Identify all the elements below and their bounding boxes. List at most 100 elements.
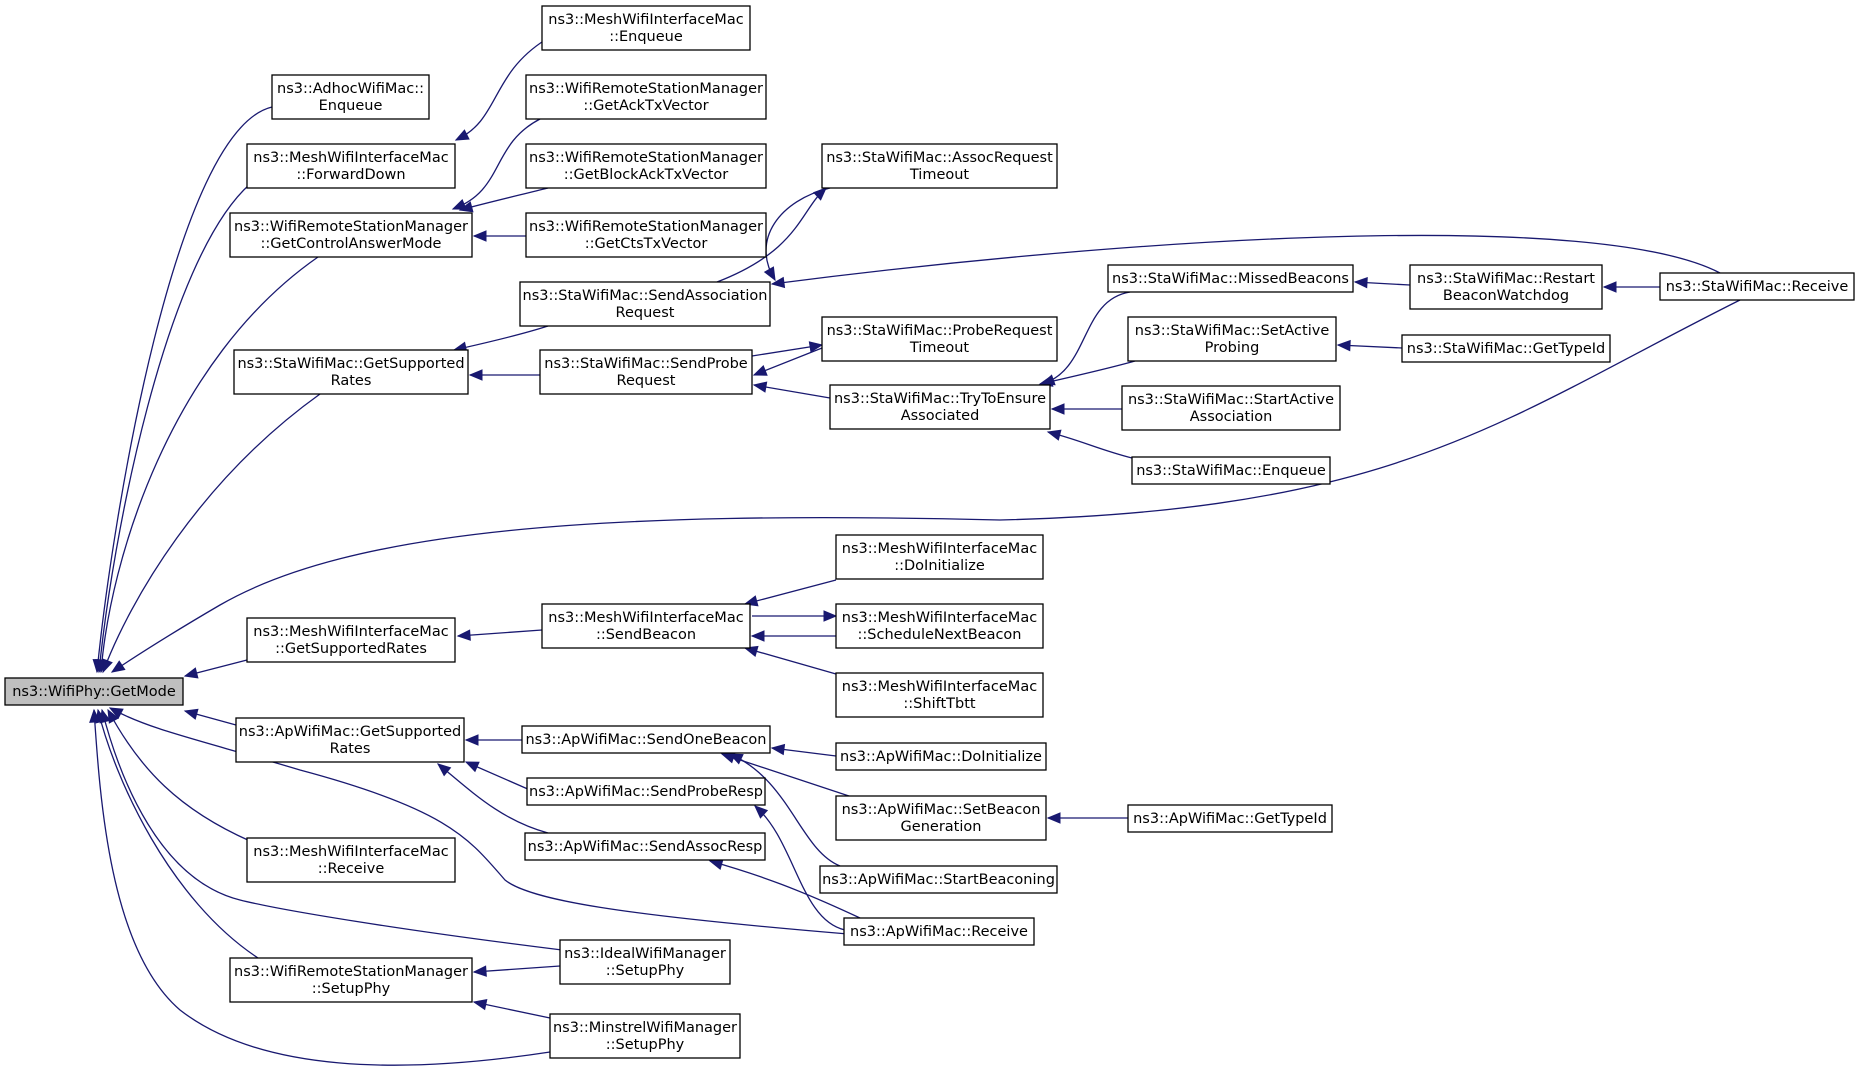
node-label-line: BeaconWatchdog	[1443, 288, 1569, 304]
edge-n_ap_sendassoc-to-n_ap_rates	[437, 763, 549, 834]
node-label-line: ::ForwardDown	[296, 167, 405, 183]
arrowhead-n_sta_sendprobe	[752, 381, 768, 393]
node-n-sta-enq[interactable]: ns3::StaWifiMac::Enqueue	[1131, 456, 1331, 485]
node-n-ap-doinit[interactable]: ns3::ApWifiMac::DoInitialize	[835, 742, 1047, 771]
node-box	[525, 212, 767, 258]
node-label-line: ::SetupPhy	[606, 963, 685, 979]
node-box	[559, 939, 731, 985]
node-label-line: ns3::MeshWifiInterfaceMac	[253, 624, 448, 640]
node-label-line: ns3::MeshWifiInterfaceMac	[842, 610, 1037, 626]
node-box	[246, 143, 456, 189]
edge-n_wrsm_ctrl-to-n_root	[100, 256, 319, 673]
node-label-line: Rates	[330, 741, 371, 757]
node-n-wrsm-back[interactable]: ns3::WifiRemoteStationManager::GetBlockA…	[525, 143, 767, 189]
node-label-line: ::GetAckTxVector	[583, 98, 708, 114]
node-n-ap-sendassoc[interactable]: ns3::ApWifiMac::SendAssocResp	[524, 832, 766, 861]
node-box	[835, 672, 1044, 718]
edge-n_sta_tryensure-to-n_sta_sendprobe	[753, 384, 831, 399]
node-n-mesh-shift[interactable]: ns3::MeshWifiInterfaceMac::ShiftTbtt	[835, 672, 1044, 718]
edge-n_ideal_setup-to-n_root	[101, 709, 563, 951]
node-box	[821, 143, 1058, 189]
node-label-line: ns3::StaWifiMac::AssocRequest	[826, 150, 1053, 166]
node-n-ap-rates[interactable]: ns3::ApWifiMac::GetSupportedRates	[235, 717, 465, 763]
node-label-line: ns3::MeshWifiInterfaceMac	[548, 12, 743, 28]
node-label-line: ns3::StaWifiMac::Receive	[1666, 279, 1849, 295]
edge-n_ap_receive-to-n_ap_sendprobe	[754, 805, 846, 931]
node-label-line: Rates	[331, 373, 372, 389]
node-n-ap-typeid[interactable]: ns3::ApWifiMac::GetTypeId	[1127, 804, 1333, 833]
arrowhead-n_root	[89, 708, 101, 723]
node-n-root[interactable]: ns3::WifiPhy::GetMode	[4, 677, 184, 706]
node-label-line: ns3::ApWifiMac::Receive	[850, 924, 1028, 940]
edge-n_wrsm_back-to-n_wrsm_ctrl	[459, 187, 549, 211]
node-n-mesh-fwd[interactable]: ns3::MeshWifiInterfaceMac::ForwardDown	[246, 143, 456, 189]
node-label-line: ::SetupPhy	[606, 1037, 685, 1053]
node-n-wrsm-cts[interactable]: ns3::WifiRemoteStationManager::GetCtsTxV…	[525, 212, 767, 258]
node-box	[843, 917, 1035, 946]
node-box	[549, 1013, 741, 1059]
arrowhead-n_ap_sendone	[770, 743, 786, 756]
node-n-ap-receive[interactable]: ns3::ApWifiMac::Receive	[843, 917, 1035, 946]
node-n-mesh-doinit[interactable]: ns3::MeshWifiInterfaceMac::DoInitialize	[835, 534, 1044, 580]
node-n-adhoc-enq[interactable]: ns3::AdhocWifiMac::Enqueue	[271, 74, 430, 120]
arrowhead-n_mesh_fwd	[454, 129, 470, 141]
arrowhead-n_sta_tryensure	[1046, 429, 1062, 441]
node-box	[1659, 272, 1855, 301]
edge-n_ap_receive-to-n_ap_sendassoc	[709, 860, 861, 919]
edge-n_mesh_sendbeacon-to-n_mesh_rates	[457, 629, 543, 637]
node-box	[541, 5, 751, 51]
node-box	[233, 349, 469, 395]
node-label-line: ns3::StaWifiMac::TryToEnsure	[834, 391, 1046, 407]
arrowhead-n_ap_sendone	[728, 753, 744, 765]
node-n-mesh-enq[interactable]: ns3::MeshWifiInterfaceMac::Enqueue	[541, 5, 751, 51]
node-n-sta-rates[interactable]: ns3::StaWifiMac::GetSupportedRates	[233, 349, 469, 395]
node-n-mesh-rates[interactable]: ns3::MeshWifiInterfaceMac::GetSupportedR…	[246, 617, 456, 663]
node-n-mesh-receive[interactable]: ns3::MeshWifiInterfaceMac::Receive	[246, 837, 456, 883]
node-n-ideal-setup[interactable]: ns3::IdealWifiManager::SetupPhy	[559, 939, 731, 985]
arrowhead-n_wrsm_ctrl	[472, 230, 487, 242]
node-label-line: ns3::MeshWifiInterfaceMac	[253, 844, 448, 860]
arrowhead-n_root	[102, 658, 113, 674]
node-label-line: ns3::ApWifiMac::StartBeaconing	[822, 872, 1055, 888]
node-box	[1409, 264, 1603, 310]
node-n-mesh-sched[interactable]: ns3::MeshWifiInterfaceMac::ScheduleNextB…	[835, 603, 1044, 649]
node-n-ap-sendone[interactable]: ns3::ApWifiMac::SendOneBeacon	[521, 725, 771, 754]
node-n-ap-startbeacon[interactable]: ns3::ApWifiMac::StartBeaconing	[819, 865, 1058, 894]
node-n-sta-typeid[interactable]: ns3::StaWifiMac::GetTypeId	[1401, 334, 1611, 363]
node-box	[835, 534, 1044, 580]
node-label-line: ::GetBlockAckTxVector	[564, 167, 729, 183]
node-label-line: ns3::MeshWifiInterfaceMac	[842, 679, 1037, 695]
node-n-wrsm-ctrl[interactable]: ns3::WifiRemoteStationManager::GetContro…	[229, 212, 473, 258]
node-n-sta-missed[interactable]: ns3::StaWifiMac::MissedBeacons	[1107, 264, 1354, 293]
arrowhead-n_ap_rates	[436, 763, 452, 777]
node-label-line: ::ShiftTbtt	[903, 696, 975, 712]
arrowhead-n_wrsm_ctrl	[458, 201, 474, 213]
node-n-minstrel-setup[interactable]: ns3::MinstrelWifiManager::SetupPhy	[549, 1013, 741, 1059]
node-n-mesh-sendbeacon[interactable]: ns3::MeshWifiInterfaceMac::SendBeacon	[541, 603, 751, 649]
edge-n_mesh_shift-to-n_mesh_sendbeacon	[744, 647, 837, 675]
node-box	[525, 74, 767, 120]
node-label-line: ns3::StaWifiMac::SendProbe	[544, 356, 748, 372]
edge-n_wrsm_ack-to-n_wrsm_ctrl	[452, 118, 541, 210]
node-n-sta-receive[interactable]: ns3::StaWifiMac::Receive	[1659, 272, 1855, 301]
node-n-wrsm-ack[interactable]: ns3::WifiRemoteStationManager::GetAckTxV…	[525, 74, 767, 120]
node-label-line: ns3::StaWifiMac::SetActive	[1135, 323, 1330, 339]
node-label-line: Enqueue	[319, 98, 383, 114]
node-label-line: ns3::WifiRemoteStationManager	[234, 964, 468, 980]
node-label-line: ::GetSupportedRates	[275, 641, 427, 657]
node-n-ap-sendprobe[interactable]: ns3::ApWifiMac::SendProbeResp	[526, 777, 766, 806]
node-label-line: ::Enqueue	[609, 29, 683, 45]
node-n-wrsm-setup[interactable]: ns3::WifiRemoteStationManager::SetupPhy	[229, 957, 473, 1003]
node-label-line: ::GetControlAnswerMode	[261, 236, 442, 252]
node-label-line: ns3::ApWifiMac::SendAssocResp	[528, 839, 763, 855]
